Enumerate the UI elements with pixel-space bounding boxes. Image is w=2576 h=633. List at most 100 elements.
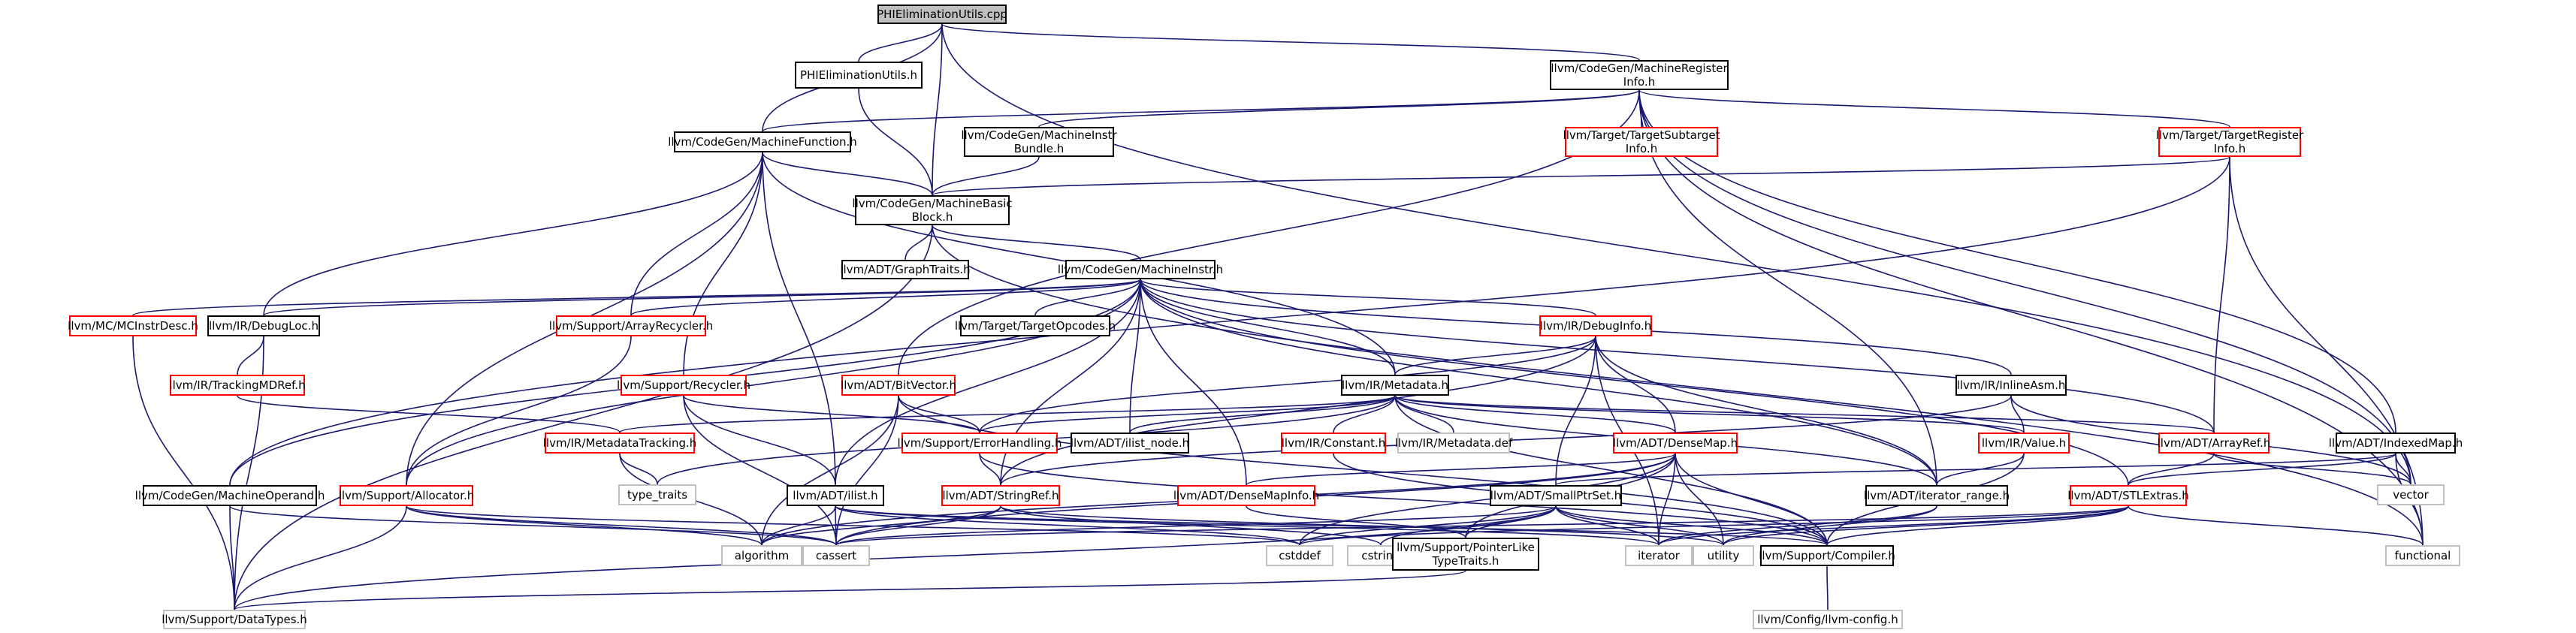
- edge-97: [2128, 453, 2396, 486]
- edge-57: [835, 395, 899, 546]
- node-machinebasicblock-h[interactable]: llvm/CodeGen/MachineBasic Block.h: [852, 195, 1013, 225]
- node-iterator-range-h[interactable]: llvm/ADT/iterator_range.h: [1864, 485, 2010, 506]
- node-bitvector-h[interactable]: llvm/ADT/BitVector.h: [841, 375, 956, 396]
- edge-99: [2395, 453, 2411, 485]
- node-allocator-h[interactable]: llvm/Support/Allocator.h: [339, 485, 474, 506]
- node-machineinstr-h[interactable]: llvm/CodeGen/MachineInstr.h: [1058, 260, 1223, 279]
- edge-87: [1658, 453, 1676, 546]
- edge-14: [1638, 89, 2411, 485]
- edge-101: [234, 505, 407, 610]
- edge-106: [835, 505, 837, 546]
- node-stlextras-h[interactable]: llvm/ADT/STLExtras.h: [2067, 485, 2189, 506]
- node-algorithm[interactable]: algorithm: [721, 545, 802, 566]
- node-machineregisterinfo-h[interactable]: llvm/CodeGen/MachineRegister Info.h: [1550, 60, 1729, 90]
- edge-26: [229, 156, 2230, 486]
- edge-105: [761, 505, 836, 546]
- edge-55: [898, 395, 980, 433]
- node-ilist-h[interactable]: llvm/ADT/ilist.h: [787, 485, 884, 506]
- node-machinefunction-h[interactable]: llvm/CodeGen/MachineFunction.h: [668, 131, 857, 152]
- edge-56: [761, 395, 899, 546]
- edge-59: [1394, 336, 1596, 375]
- node-targetregisterinfo-h[interactable]: llvm/Target/TargetRegister Info.h: [2155, 127, 2304, 157]
- edge-54: [683, 395, 837, 546]
- node-smallptrset-h[interactable]: llvm/ADT/SmallPtrSet.h: [1490, 485, 1622, 506]
- edge-6: [762, 89, 1640, 132]
- edge-130: [835, 505, 2129, 546]
- node-debuginfo-h[interactable]: llvm/IR/DebugInfo.h: [1539, 315, 1652, 336]
- edge-47: [132, 336, 235, 610]
- edge-39: [1129, 279, 1141, 433]
- node-targetopcodes-h[interactable]: llvm/Target/TargetOpcodes.h: [955, 315, 1116, 336]
- node-constant-h[interactable]: llvm/IR/Constant.h: [1281, 433, 1386, 454]
- edge-85: [1246, 453, 1676, 486]
- edge-22: [932, 156, 1040, 196]
- edge-23: [932, 156, 2230, 196]
- node-ilist-node-h[interactable]: llvm/ADT/ilist_node.h: [1071, 433, 1189, 454]
- node-arrayrecycler-h[interactable]: llvm/Support/ArrayRecycler.h: [549, 315, 713, 336]
- edge-28: [932, 225, 1141, 261]
- edge-102: [406, 505, 837, 546]
- edge-41: [1140, 279, 1247, 486]
- edge-25: [2229, 156, 2423, 546]
- edge-121: [234, 505, 1557, 610]
- edge-45: [406, 279, 1141, 486]
- edge-40: [1000, 279, 1141, 486]
- edge-3: [932, 23, 943, 196]
- node-pointerliketypetraits-h[interactable]: llvm/Support/PointerLike TypeTraits.h: [1392, 538, 1539, 571]
- node-cassert[interactable]: cassert: [802, 545, 870, 566]
- node-mcinstrdesc-h[interactable]: llvm/MC/MCInstrDesc.h: [68, 315, 198, 336]
- node-type-traits[interactable]: type_traits: [618, 484, 696, 505]
- node-graphtraits-h[interactable]: llvm/ADT/GraphTraits.h: [840, 260, 971, 279]
- edge-110: [761, 505, 1001, 546]
- node-machineinstrbundle-h[interactable]: llvm/CodeGen/MachineInstr Bundle.h: [961, 127, 1117, 157]
- edge-36: [1140, 279, 1396, 375]
- edge-20: [762, 152, 836, 486]
- edge-132: [1826, 565, 1829, 610]
- edge-43: [1140, 279, 2215, 433]
- node-metadatatracking-h[interactable]: llvm/IR/MetadataTracking.h: [543, 433, 696, 454]
- node-metadata-h[interactable]: llvm/IR/Metadata.h: [1341, 375, 1449, 396]
- edge-77: [2010, 395, 2025, 433]
- node-debugloc-h[interactable]: llvm/IR/DebugLoc.h: [207, 315, 320, 336]
- edge-64: [1000, 336, 1596, 486]
- node-value-h[interactable]: llvm/IR/Value.h: [1978, 433, 2070, 454]
- edge-13: [1638, 89, 2423, 546]
- node-vector[interactable]: vector: [2377, 484, 2445, 505]
- node-indexedmap-h[interactable]: llvm/ADT/IndexedMap.h: [2329, 433, 2463, 454]
- node-llvm-config-h[interactable]: llvm/Config/llvm-config.h: [1753, 610, 1903, 629]
- node-trackingmdref-h[interactable]: llvm/IR/TrackingMDRef.h: [169, 375, 306, 396]
- node-phieliminationutils-cpp: PHIEliminationUtils.cpp: [877, 5, 1007, 24]
- edge-0: [858, 23, 943, 62]
- node-phieliminationutils-h[interactable]: PHIEliminationUtils.h: [795, 62, 923, 89]
- node-functional[interactable]: functional: [2385, 545, 2460, 566]
- edge-7: [1038, 89, 1640, 128]
- edge-60: [1595, 336, 1676, 433]
- edge-62: [1595, 336, 1937, 486]
- node-errorhandling-h[interactable]: llvm/Support/ErrorHandling.h: [898, 433, 1062, 454]
- node-densemap-h[interactable]: llvm/ADT/DenseMap.h: [1613, 433, 1738, 454]
- edge-107: [835, 505, 1300, 546]
- node-machineoperand-h[interactable]: llvm/CodeGen/MachineOperand.h: [135, 485, 325, 506]
- node-compiler-h[interactable]: llvm/Support/Compiler.h: [1759, 545, 1895, 566]
- node-arrayref-h[interactable]: llvm/ADT/ArrayRef.h: [2158, 433, 2270, 454]
- edge-113: [1000, 505, 1724, 546]
- node-metadata-def[interactable]: llvm/IR/Metadata.def: [1395, 433, 1512, 454]
- node-iterator[interactable]: iterator: [1625, 545, 1693, 566]
- node-stringref-h[interactable]: llvm/ADT/StringRef.h: [941, 485, 1060, 506]
- edge-109: [835, 505, 1828, 546]
- node-recycler-h[interactable]: llvm/Support/Recycler.h: [617, 375, 750, 396]
- edge-17: [630, 152, 763, 316]
- node-datatypes-h[interactable]: llvm/Support/DataTypes.h: [162, 610, 307, 629]
- edge-100: [1555, 453, 2396, 486]
- node-densemapinfo-h[interactable]: llvm/ADT/DenseMapInfo.h: [1173, 485, 1319, 506]
- edge-125: [1826, 505, 2129, 546]
- node-inlineasm-h[interactable]: llvm/IR/InlineAsm.h: [1955, 375, 2067, 396]
- node-utility[interactable]: utility: [1693, 545, 1754, 566]
- edge-67: [979, 395, 1396, 433]
- node-targetsubtargetinfo-h[interactable]: llvm/Target/TargetSubtarget Info.h: [1563, 127, 1720, 157]
- node-cstddef[interactable]: cstddef: [1266, 545, 1333, 566]
- edge-118: [1555, 505, 1659, 546]
- edge-71: [1394, 395, 1676, 433]
